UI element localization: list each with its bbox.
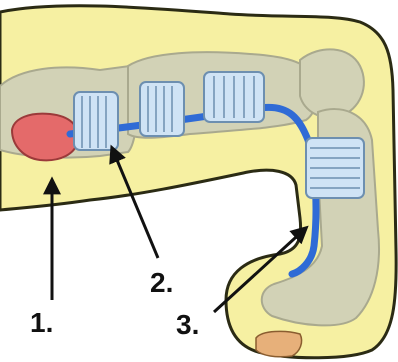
label-1: 1. <box>30 307 53 338</box>
label-3: 3. <box>176 309 199 340</box>
fingernail <box>256 331 302 356</box>
joint-knuckle-bone <box>300 49 364 117</box>
label-2: 2. <box>150 267 173 298</box>
pulley-sheath-3 <box>204 72 264 122</box>
pulley-sheath-4 <box>306 138 364 198</box>
pulley-sheath-1 <box>74 92 118 150</box>
pulley-sheath-2 <box>140 82 184 136</box>
